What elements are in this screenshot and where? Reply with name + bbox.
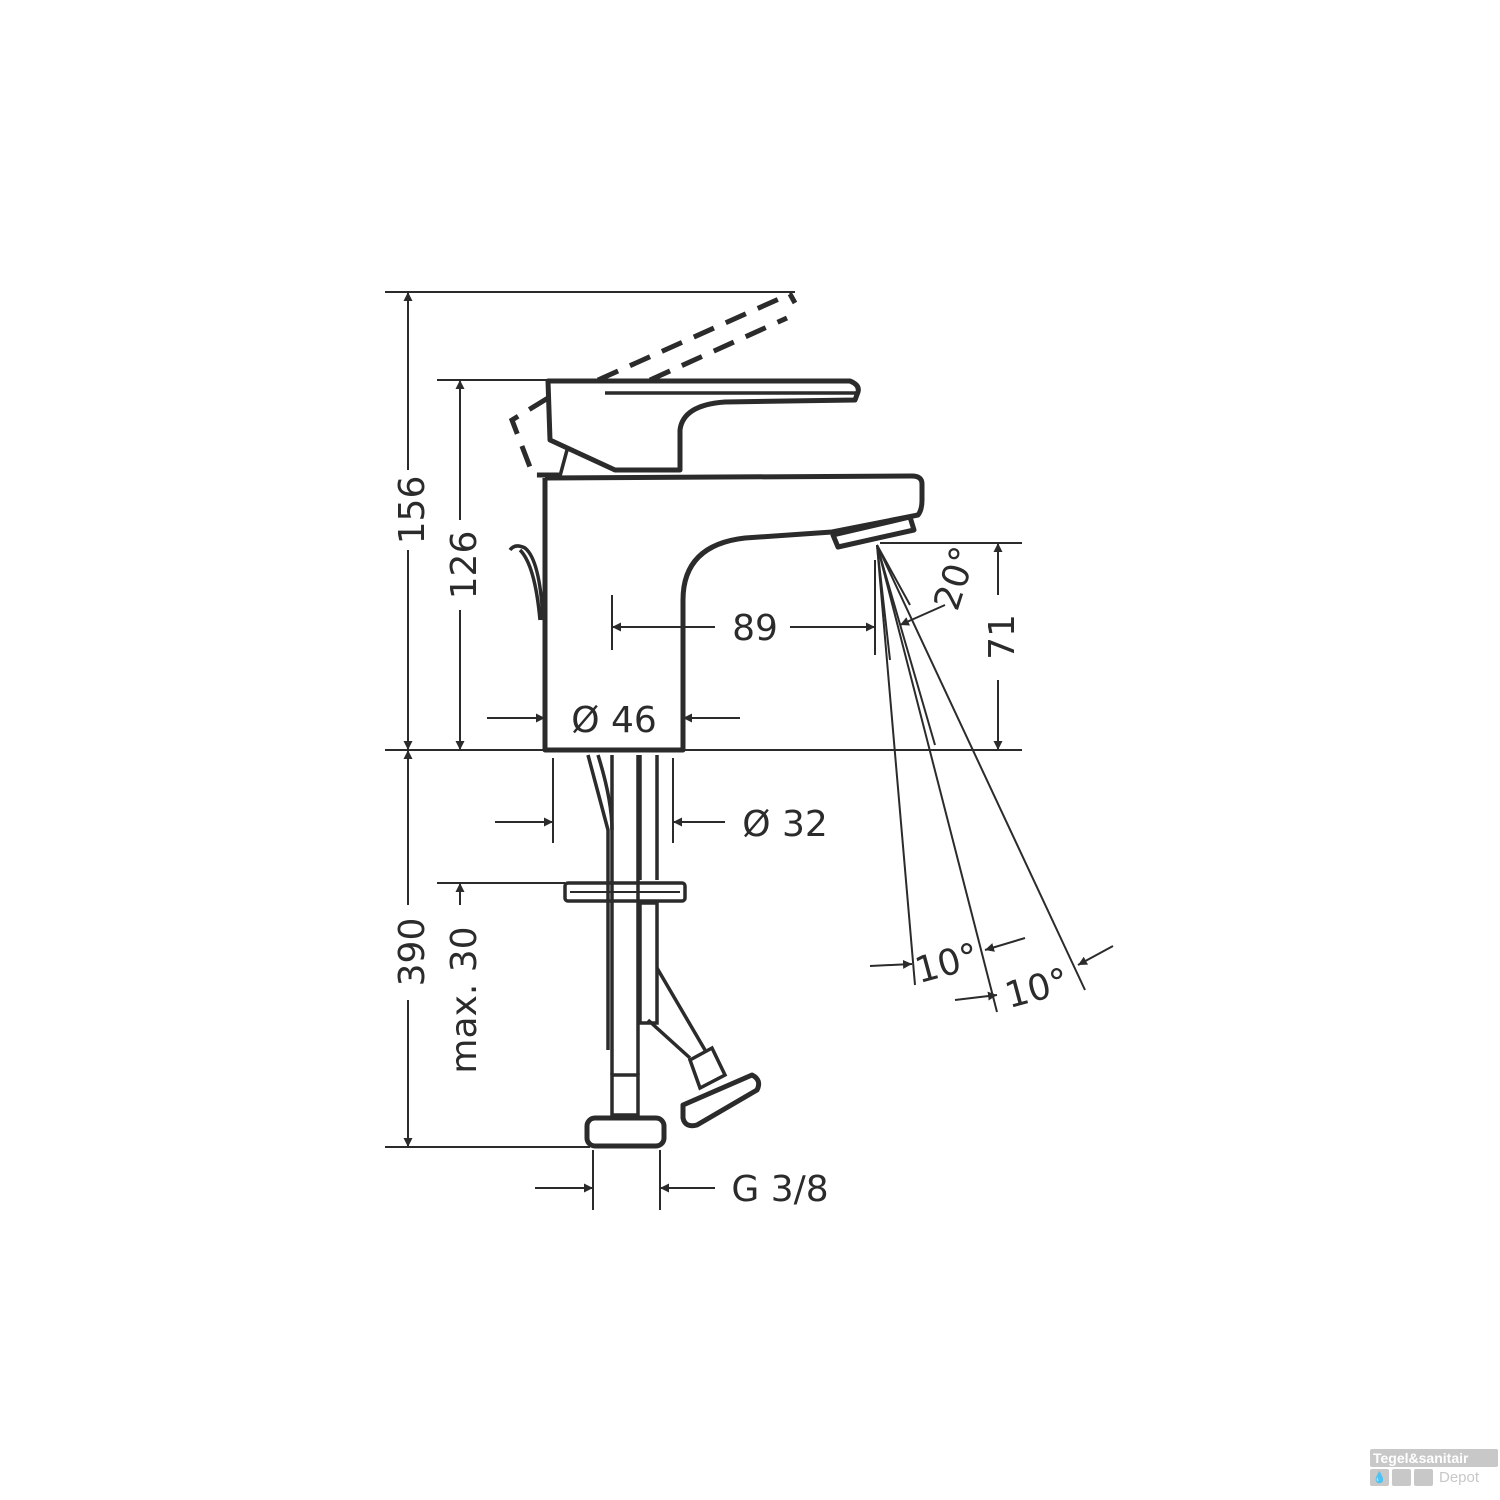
dim-g-3-8: G 3/8 bbox=[731, 1169, 828, 1210]
dim-156: 156 bbox=[392, 476, 433, 545]
tile-icon bbox=[1392, 1469, 1411, 1486]
dim-10-deg-2: 10° bbox=[1001, 961, 1073, 1017]
lever-handle bbox=[545, 378, 861, 477]
lever-open-position bbox=[508, 290, 798, 478]
droplet-icon: 💧 bbox=[1370, 1469, 1389, 1486]
watermark-brand: Tegel&sanitair bbox=[1370, 1449, 1498, 1467]
watermark-sub: Depot bbox=[1439, 1469, 1480, 1486]
dim-20-deg: 20° bbox=[927, 542, 986, 615]
watermark-logo: Tegel&sanitair 💧 Depot bbox=[1370, 1449, 1498, 1486]
extension-lines bbox=[385, 291, 1022, 1210]
mounting-shank bbox=[563, 754, 762, 1149]
dim-diameter-46: Ø 46 bbox=[571, 700, 657, 741]
dim-89: 89 bbox=[732, 608, 778, 649]
dim-126: 126 bbox=[444, 531, 485, 600]
dim-max-30: max. 30 bbox=[444, 926, 485, 1073]
dimension-labels: 156 126 390 max. 30 71 20° 89 Ø 46 Ø 32 … bbox=[392, 476, 1073, 1210]
dim-390: 390 bbox=[392, 918, 433, 987]
tile-icon bbox=[1414, 1469, 1433, 1486]
dim-diameter-32: Ø 32 bbox=[742, 804, 828, 845]
dimension-lines bbox=[403, 292, 1114, 1193]
dim-71: 71 bbox=[982, 614, 1023, 660]
dim-10-deg-1: 10° bbox=[911, 936, 983, 992]
faucet-body bbox=[508, 473, 925, 753]
water-jet-lines bbox=[876, 544, 1086, 1013]
